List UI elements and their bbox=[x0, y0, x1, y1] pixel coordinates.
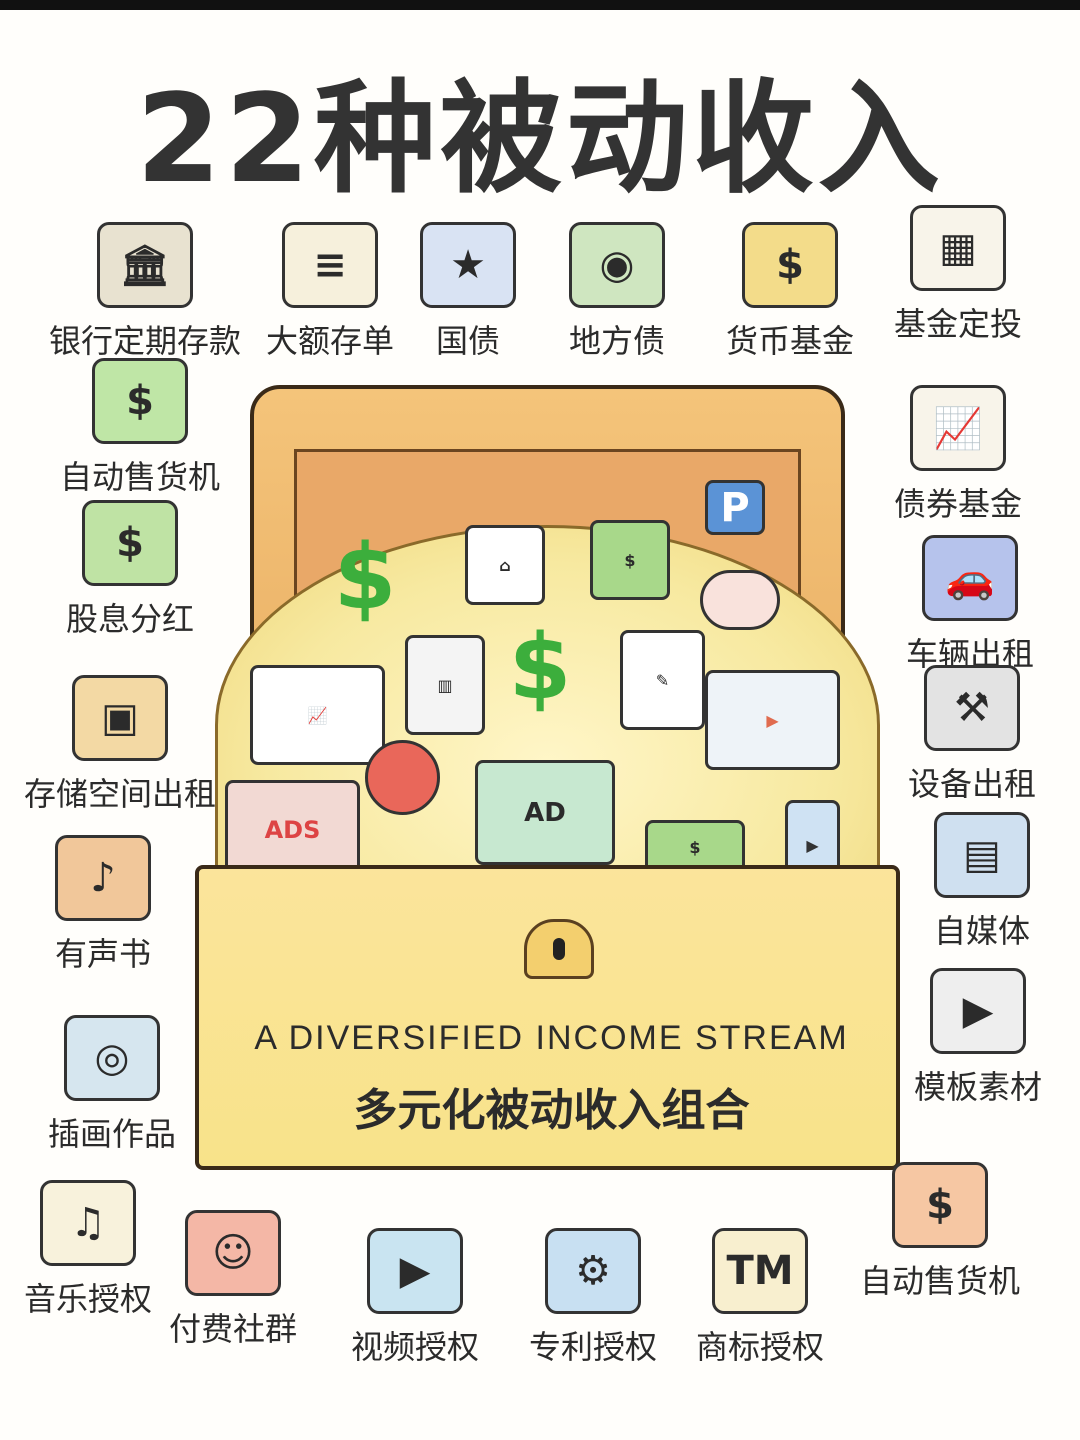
income-item: $ 自动售货机 bbox=[830, 1162, 1050, 1302]
income-item: ★ 国债 bbox=[358, 222, 578, 362]
income-item: $ 股息分红 bbox=[20, 500, 240, 640]
income-item-label: 自动售货机 bbox=[59, 458, 220, 496]
chest-chinese-caption: 多元化被动收入组合 bbox=[353, 1085, 750, 1136]
income-item: $ 自动售货机 bbox=[30, 358, 250, 498]
income-item-label: 国债 bbox=[435, 322, 500, 360]
top-bar bbox=[0, 0, 1080, 10]
storage-boxes-icon: ▣ bbox=[72, 675, 168, 761]
headphones-book-icon: ♪ bbox=[55, 835, 151, 921]
income-item-label: 股息分红 bbox=[65, 600, 194, 638]
income-item-label: 付费社群 bbox=[168, 1310, 297, 1348]
vending-machine-icon: $ bbox=[892, 1162, 988, 1248]
music-scroll-icon: ♫ bbox=[40, 1180, 136, 1266]
income-item-label: 自动售货机 bbox=[859, 1262, 1020, 1300]
income-item: TM 商标授权 bbox=[650, 1228, 870, 1368]
parking-sign-icon: P bbox=[705, 480, 765, 535]
contract-icon: ✎ bbox=[620, 630, 705, 730]
income-item-label: 债券基金 bbox=[893, 485, 1022, 523]
income-item: ≡ 大额存单 bbox=[220, 222, 440, 362]
banknote-icon: $ bbox=[92, 358, 188, 444]
income-item: 🏛 银行定期存款 bbox=[35, 222, 255, 362]
certificate-icon: ≡ bbox=[282, 222, 378, 308]
income-item-label: 大额存单 bbox=[265, 322, 394, 360]
income-item: ⚒ 设备出租 bbox=[862, 665, 1080, 805]
ad-monitor-icon: AD bbox=[475, 760, 615, 865]
treasure-chest: $ ⌂ $ P 📈 ▥ $ ✎ ▶ AD ADS $ ▶ A DIVERSIFI… bbox=[195, 385, 900, 1170]
keyhole-lock-icon bbox=[524, 919, 594, 979]
income-item: 📈 债券基金 bbox=[848, 385, 1068, 525]
piggy-bank-icon bbox=[700, 570, 780, 630]
calendar-coin-icon: ▦ bbox=[910, 205, 1006, 291]
dollar-sign-icon: $ bbox=[333, 525, 397, 630]
video-monitor-icon: ▶ bbox=[705, 670, 840, 770]
community-icon: ☺ bbox=[185, 1210, 281, 1296]
income-item: ☺ 付费社群 bbox=[123, 1210, 343, 1350]
bank-clock-icon: 🏛 bbox=[97, 222, 193, 308]
tools-icon: ⚒ bbox=[924, 665, 1020, 751]
income-item-label: 地方债 bbox=[568, 322, 665, 360]
camera-photo-icon: ◎ bbox=[64, 1015, 160, 1101]
money-tree-icon: $ bbox=[82, 500, 178, 586]
flag-shield-icon: ★ bbox=[420, 222, 516, 308]
report-book-icon: ▥ bbox=[405, 635, 485, 735]
income-item-label: 商标授权 bbox=[695, 1328, 824, 1366]
income-item-label: 音乐授权 bbox=[23, 1280, 152, 1318]
trademark-tag-icon: TM bbox=[712, 1228, 808, 1314]
chart-screen-icon: 📈 bbox=[250, 665, 385, 765]
income-item-label: 货币基金 bbox=[725, 322, 854, 360]
cash-stack-icon: $ bbox=[590, 520, 670, 600]
map-pin-icon: ◉ bbox=[569, 222, 665, 308]
income-item-label: 模板素材 bbox=[913, 1068, 1042, 1106]
income-item: ▦ 基金定投 bbox=[848, 205, 1068, 345]
income-item-label: 自媒体 bbox=[933, 912, 1030, 950]
income-item-label: 专利授权 bbox=[528, 1328, 657, 1366]
car-key-icon: 🚗 bbox=[922, 535, 1018, 621]
income-item: ♪ 有声书 bbox=[0, 835, 213, 975]
income-item: ▤ 自媒体 bbox=[872, 812, 1080, 952]
tablet-icon: ▤ bbox=[934, 812, 1030, 898]
income-item: ◉ 地方债 bbox=[507, 222, 727, 362]
chest-english-caption: A DIVERSIFIED INCOME STREAM bbox=[254, 1019, 849, 1057]
income-item: ▶ 模板素材 bbox=[868, 968, 1080, 1108]
income-item-label: 视频授权 bbox=[350, 1328, 479, 1366]
income-item-label: 基金定投 bbox=[893, 305, 1022, 343]
ads-laptop-icon: ADS bbox=[225, 780, 360, 880]
page-title: 22种被动收入 bbox=[136, 68, 944, 210]
income-item: ▣ 存储空间出租 bbox=[10, 675, 230, 815]
income-item: 🚗车辆出租 bbox=[860, 535, 1080, 675]
apple-icon bbox=[365, 740, 440, 815]
laptop-video-icon: ▶ bbox=[930, 968, 1026, 1054]
income-item: $ 货币基金 bbox=[680, 222, 900, 362]
income-item: ◎ 插画作品 bbox=[2, 1015, 222, 1155]
income-item-label: 银行定期存款 bbox=[48, 322, 241, 360]
income-item-label: 插画作品 bbox=[47, 1115, 176, 1153]
house-icon: ⌂ bbox=[465, 525, 545, 605]
chest-body: A DIVERSIFIED INCOME STREAM 多元化被动收入组合 bbox=[195, 865, 900, 1170]
income-item-label: 存储空间出租 bbox=[23, 775, 216, 813]
income-item-label: 有声书 bbox=[54, 935, 151, 973]
income-item: ♫ 音乐授权 bbox=[0, 1180, 198, 1320]
gear-bulb-icon: ⚙ bbox=[545, 1228, 641, 1314]
income-item: ⚙ 专利授权 bbox=[483, 1228, 703, 1368]
video-camera-icon: ▶ bbox=[367, 1228, 463, 1314]
income-item-label: 设备出租 bbox=[907, 765, 1036, 803]
dollar-sign-icon: $ bbox=[508, 615, 572, 720]
money-bag-icon: $ bbox=[742, 222, 838, 308]
income-item: ▶ 视频授权 bbox=[305, 1228, 525, 1368]
bond-chart-icon: 📈 bbox=[910, 385, 1006, 471]
